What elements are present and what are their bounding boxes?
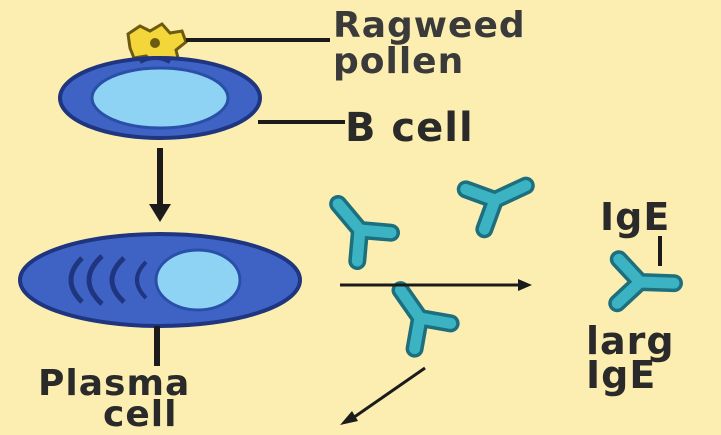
- ige-antibody-icon: [466, 166, 535, 230]
- down-arrow-icon: [149, 148, 171, 222]
- ige-label-2: IgE: [586, 356, 656, 394]
- diagonal-arrow-icon: [340, 368, 425, 425]
- cell-label: cell: [103, 397, 177, 433]
- diagram: Ragweed pollen B cell IgE larg IgE Plasm…: [0, 0, 721, 425]
- pollen-label: pollen: [333, 44, 464, 80]
- b-cell-label: B cell: [345, 108, 474, 148]
- right-arrow-icon: [340, 279, 532, 291]
- ige-antibody-icon: [382, 278, 450, 349]
- ige-antibody-icon: [321, 190, 391, 261]
- b-cell-shape: [60, 58, 260, 138]
- plasma-cell-shape: [20, 234, 300, 326]
- ige-label: IgE: [600, 198, 670, 236]
- ige-antibody-icon: [617, 259, 675, 305]
- ragweed-label: Ragweed: [333, 8, 526, 44]
